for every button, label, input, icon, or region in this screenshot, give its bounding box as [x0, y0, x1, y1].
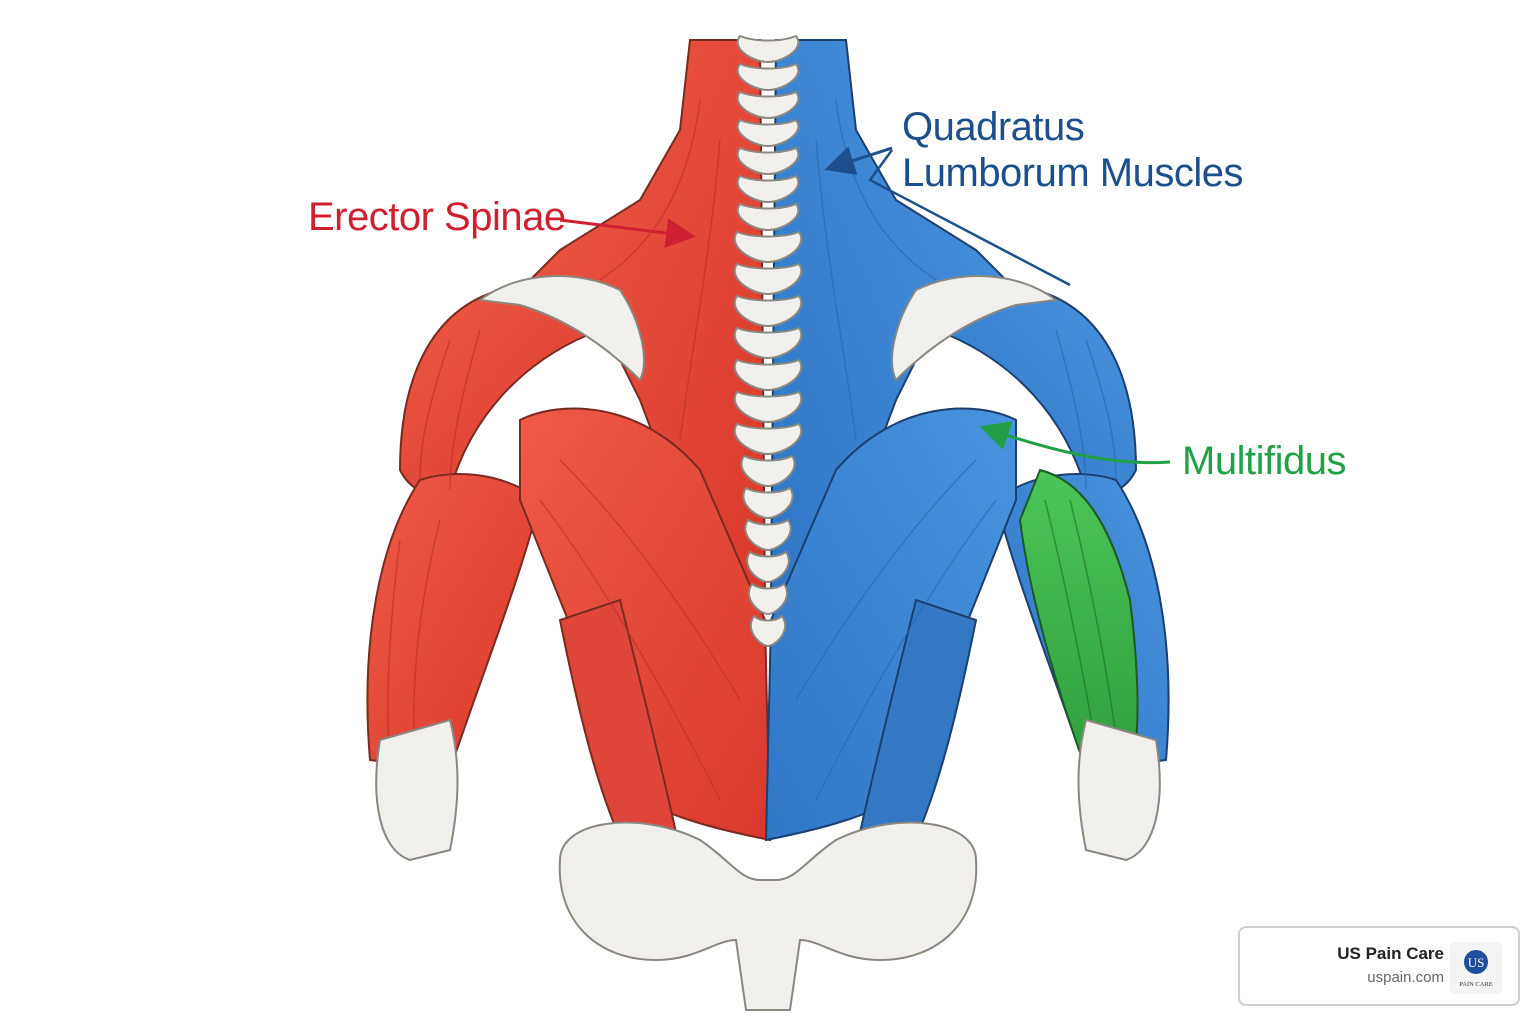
quadratus-arrow [824, 146, 893, 175]
vertebra [736, 90, 800, 120]
vertebra [749, 614, 787, 648]
right-scapula [891, 275, 1059, 382]
left-red-muscles [366, 39, 772, 862]
vertebra [736, 34, 800, 64]
right-latissimus [764, 407, 1017, 842]
brand-name: US Pain Care [1337, 944, 1444, 963]
logo-text: PAIN CARE [1459, 981, 1493, 988]
vertebra [733, 390, 803, 424]
erector-spinae-label: Erector Spinae [308, 195, 566, 239]
vertebra [736, 146, 800, 176]
brand-url[interactable]: uspain.com [1367, 969, 1444, 986]
quadratus-label-line1: Quadratus [902, 105, 1085, 149]
vertebra [733, 326, 803, 360]
multifidus-arrow [979, 421, 1171, 465]
vertebra [740, 454, 796, 488]
vertebra [736, 118, 800, 148]
right-blue-muscles [764, 39, 1170, 862]
vertebra [733, 262, 803, 296]
vertebra [736, 174, 800, 204]
us-pain-care-logo-icon: US PAIN CARE [1450, 942, 1502, 994]
quadratus-lumborum-label: Quadratus Lumborum Muscles [902, 104, 1244, 196]
svg-text:US: US [1468, 955, 1485, 970]
left-latissimus [519, 407, 772, 842]
vertebra [733, 422, 803, 456]
pelvis [558, 821, 978, 1011]
vertebra [733, 230, 803, 264]
vertebra [733, 294, 803, 328]
vertebra [742, 486, 794, 520]
logo-graphic: US PAIN CARE [1459, 950, 1493, 988]
left-scapula [477, 275, 645, 382]
spine [733, 34, 803, 648]
left-hand [375, 718, 459, 862]
vertebra [733, 358, 803, 392]
multifidus-label: Multifidus [1182, 439, 1346, 483]
brand-card[interactable]: US Pain Care uspain.com US PAIN CARE [1238, 926, 1520, 1006]
skeleton [375, 275, 1161, 1011]
vertebra [736, 202, 800, 232]
vertebra [736, 62, 800, 92]
right-hand [1077, 718, 1161, 862]
quadratus-label-line2: Lumborum Muscles [902, 151, 1244, 195]
erector-spinae-arrow [559, 218, 696, 248]
left-arm [366, 473, 542, 772]
vertebra [746, 550, 790, 584]
vertebra [748, 582, 788, 616]
quadratus-leader [868, 149, 1071, 287]
vertebra [744, 518, 792, 552]
